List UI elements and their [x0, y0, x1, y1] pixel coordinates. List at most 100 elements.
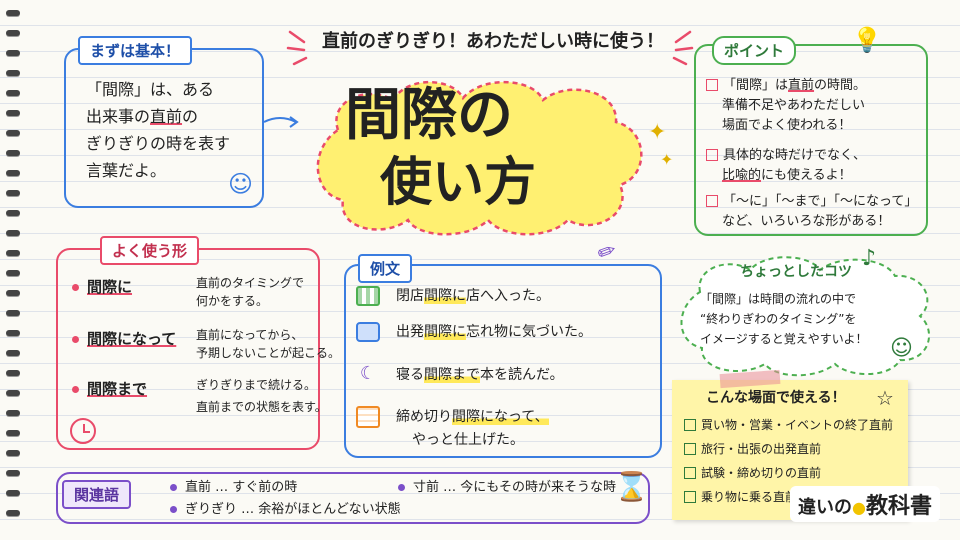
form-term-1: 間際に: [72, 276, 132, 299]
spiral-ring: [6, 170, 20, 176]
related-item-1: 直前 … すぐ前の時: [170, 478, 297, 498]
related-item-2: 寸前 … 今にもその時が来そうな時: [398, 478, 616, 498]
tip-cloud: [680, 256, 930, 377]
basics-line2: 出来事の直前の: [86, 105, 198, 130]
examples-box: [344, 264, 662, 458]
spiral-ring: [6, 250, 20, 256]
hourglass-icon: ⌛: [614, 470, 649, 503]
subtitle: 直前のぎりぎり！あわただしい時に使う！: [322, 31, 664, 52]
point-item-3: 「～に」「～まで」「～になって」: [706, 192, 917, 212]
arrow-icon: [263, 116, 299, 128]
scenes-title: こんな場面で使える！: [706, 390, 846, 406]
form-desc-1b: 何かをする。: [196, 294, 269, 308]
spiral-ring: [6, 470, 20, 476]
form-term: 間際になって: [87, 330, 177, 348]
basics-text: 出来事の: [86, 107, 151, 126]
scene-item-4: 乗り物に乗る直前: [684, 488, 797, 507]
point-text: 「間際」は: [723, 78, 789, 93]
related-desc: … すぐ前の時: [215, 480, 298, 495]
basics-line4: 言葉だよ。: [86, 161, 167, 180]
brand-logo: 違いの●教科書: [790, 486, 940, 522]
related-box: [56, 472, 650, 524]
page-title-line1: 間際の: [345, 83, 513, 148]
example-text: 締め切り: [396, 409, 452, 425]
form-desc-2a: 直前になってから、: [196, 328, 304, 342]
sparkle-icon: ✦: [648, 120, 667, 145]
form-term-2: 間際になって: [72, 328, 176, 351]
related-word: 直前: [185, 480, 212, 495]
checkbox-icon: [684, 466, 696, 479]
bullet-dot: [398, 484, 405, 491]
sparkle-lines: [286, 30, 694, 66]
point-text: 「～に」「～まで」「～になって」: [723, 194, 918, 209]
spiral-ring: [6, 410, 20, 416]
spiral-ring: [6, 430, 20, 436]
scene-item-3: 試験・締め切りの直前: [684, 464, 821, 483]
example-text: 本を読んだ。: [480, 367, 564, 383]
basics-tag: まずは基本！: [78, 36, 193, 65]
example-keyword: 間際になって、: [452, 409, 549, 425]
checkbox-icon: [684, 442, 696, 455]
spiral-ring: [6, 370, 20, 376]
form-desc-3a: ぎりぎりまで続ける。: [196, 378, 317, 392]
brand-text-b: 教科書: [865, 494, 932, 519]
point-item-2: 具体的な時だけでなく、: [706, 146, 866, 166]
bullet-dot: [72, 284, 79, 291]
point-item-1-line2: 準備不足やあわただしい: [722, 98, 866, 113]
example-text: 閉店: [396, 288, 424, 304]
spiral-ring: [6, 130, 20, 136]
lightbulb-icon: 💡: [852, 26, 882, 54]
spiral-ring: [6, 330, 20, 336]
checkbox-icon: [706, 194, 718, 207]
point-item-2-line2: 比喩的にも使えるよ！: [722, 166, 852, 186]
point-keyword: 直前: [788, 78, 815, 93]
form-term: 間際まで: [87, 380, 148, 398]
checkbox-icon: [684, 418, 696, 431]
spiral-ring: [6, 190, 20, 196]
star-icon: ☆: [876, 386, 894, 410]
related-word: 寸前: [413, 480, 440, 495]
spiral-ring: [6, 390, 20, 396]
example-row-4-line2: やっと仕上げた。: [412, 432, 524, 448]
point-text: にも使えるよ！: [761, 168, 852, 183]
spiral-ring: [6, 10, 20, 16]
basics-text: の: [182, 107, 199, 126]
scene-text: 旅行・出張の出発直前: [701, 442, 822, 456]
points-tag: ポイント: [712, 36, 797, 65]
sparkle-icon: ✦: [660, 150, 674, 169]
spiral-binding: [6, 10, 20, 530]
checkbox-icon: [684, 490, 696, 503]
example-row-4: 締め切り間際になって、: [356, 406, 549, 429]
example-keyword: 間際に: [424, 324, 466, 340]
example-keyword: 間際まで: [424, 367, 480, 383]
bullet-dot: [170, 484, 177, 491]
related-desc: … 今にもその時が来そうな時: [443, 480, 617, 495]
example-row-3: ☾寝る間際まで本を読んだ。: [356, 360, 564, 388]
page-title-line2: 使い方: [380, 153, 537, 213]
tip-line3: イメージすると覚えやすいよ！: [700, 332, 868, 346]
title-cloud: [316, 80, 643, 236]
bullet-dot: [72, 336, 79, 343]
basics-line1: 「間際」は、ある: [86, 80, 215, 99]
spiral-ring: [6, 230, 20, 236]
pencil-icon: ✏: [594, 237, 621, 268]
example-text: 出発: [396, 324, 424, 340]
smiley-icon: ☺: [228, 170, 254, 198]
basics-keyword: 直前: [150, 107, 183, 126]
moon-icon: ☾: [359, 363, 377, 384]
checkbox-icon: [706, 148, 718, 161]
spiral-ring: [6, 510, 20, 516]
spiral-ring: [6, 150, 20, 156]
example-row-2: 出発間際に忘れ物に気づいた。: [356, 322, 592, 344]
brand-text-a: 違いの: [798, 497, 852, 518]
form-desc-3b: 直前までの状態を表す。: [196, 400, 327, 414]
smiley-icon: ☺: [890, 336, 913, 361]
related-item-3: ぎりぎり … 余裕がほとんどない状態: [170, 500, 401, 520]
example-text: 店へ入った。: [466, 288, 550, 304]
form-desc-2b: 予期しないことが起こる。: [196, 346, 341, 360]
spiral-ring: [6, 50, 20, 56]
point-item-1: 「間際」は直前の時間。: [706, 76, 866, 96]
forms-tag: よく使う形: [100, 236, 200, 265]
music-note-icon: ♪: [862, 246, 877, 271]
spiral-ring: [6, 310, 20, 316]
